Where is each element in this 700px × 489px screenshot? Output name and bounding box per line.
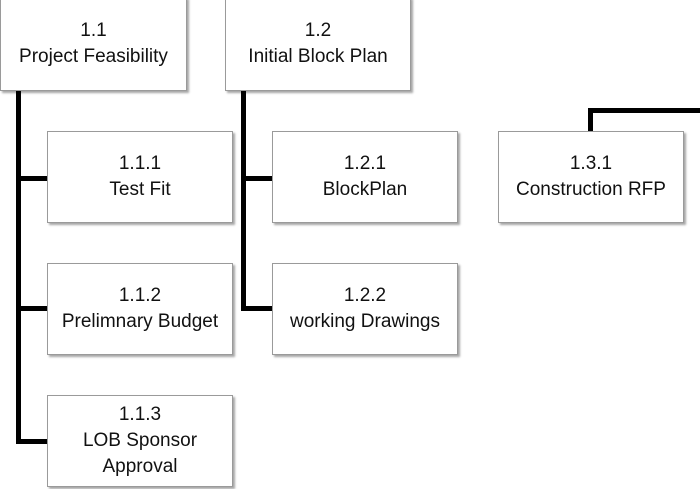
connector-1-2-1 [241,176,274,181]
connector-1-3-horizontal [588,108,700,113]
wbs-node-1-2-1[interactable]: 1.2.1 BlockPlan [272,131,458,223]
node-id: 1.1.3 [118,404,162,425]
node-id: 1.1.1 [118,153,162,174]
node-label: BlockPlan [322,179,408,200]
wbs-node-1-1-3[interactable]: 1.1.3 LOB Sponsor Approval [47,395,233,487]
wbs-node-1-2[interactable]: 1.2 Initial Block Plan [225,0,411,91]
node-id: 1.1 [80,20,107,41]
node-label: Test Fit [109,179,171,200]
node-label: Prelimnary Budget [61,311,219,332]
node-id: 1.2.1 [343,153,387,174]
node-label: Initial Block Plan [248,46,388,67]
wbs-node-1-1[interactable]: 1.1 Project Feasibility [0,0,187,91]
wbs-node-1-3-1[interactable]: 1.3.1 Construction RFP [498,131,684,223]
connector-1-3-vertical [588,108,593,132]
connector-1-1-trunk [16,90,21,444]
node-label: Project Feasibility [19,46,168,67]
node-id: 1.1.2 [118,285,162,306]
connector-1-1-1 [16,176,49,181]
wbs-node-1-1-1[interactable]: 1.1.1 Test Fit [47,131,233,223]
node-id: 1.2 [304,20,332,41]
wbs-node-1-2-2[interactable]: 1.2.2 working Drawings [272,263,458,355]
connector-1-1-2 [16,306,49,311]
node-label-line2: Approval [102,456,178,477]
wbs-node-1-1-2[interactable]: 1.1.2 Prelimnary Budget [47,263,233,355]
node-label: Construction RFP [516,179,666,200]
node-label: working Drawings [290,311,440,332]
connector-1-2-trunk [241,90,246,311]
connector-1-2-2 [241,306,274,311]
connector-1-1-3 [16,439,49,444]
node-id: 1.3.1 [569,153,613,174]
node-label-line1: LOB Sponsor [82,430,198,451]
node-id: 1.2.2 [343,285,387,306]
